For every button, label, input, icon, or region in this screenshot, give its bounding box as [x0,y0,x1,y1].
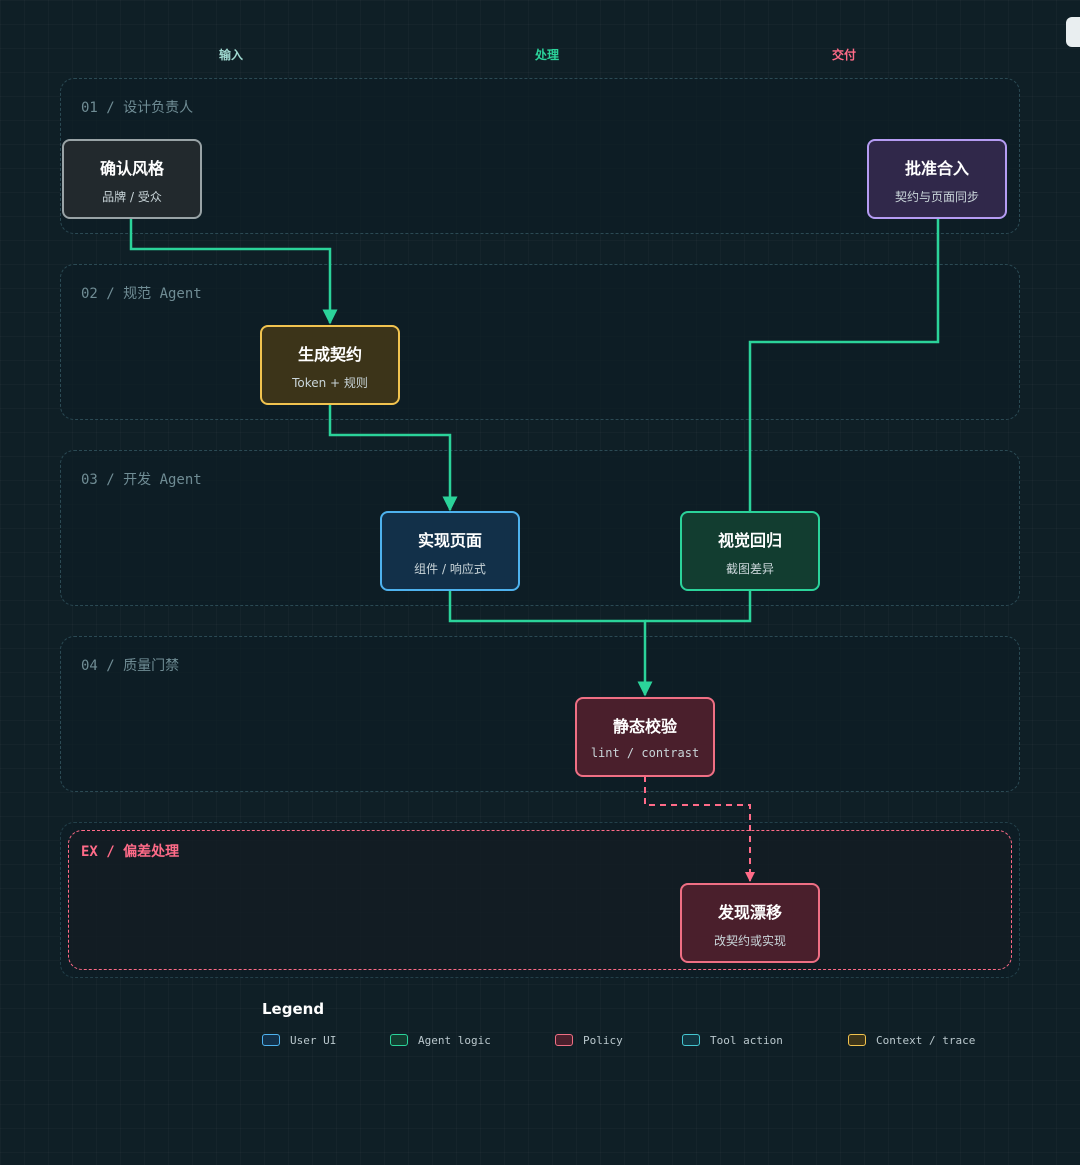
node-drift-found[interactable]: 发现漂移 改契约或实现 [680,883,820,963]
legend-item-policy: Policy [555,1031,623,1049]
node-static-check[interactable]: 静态校验 lint / contrast [575,697,715,777]
legend-swatch [262,1034,280,1046]
node-title: 视觉回归 [717,531,782,550]
lane-label: 03 / 开发 Agent [81,472,202,488]
column-header-input: 输入 [218,48,244,62]
lane-label: EX / 偏差处理 [81,844,180,860]
edge-visual-to-join [645,590,752,623]
lane-label: 04 / 质量门禁 [81,658,180,674]
legend-swatch [682,1034,700,1046]
node-subtitle: 改契约或实现 [713,934,786,948]
legend-label: Tool action [710,1033,783,1047]
lane-label: 01 / 设计负责人 [81,100,194,116]
legend-swatch [555,1034,573,1046]
node-title: 静态校验 [612,717,677,736]
lane-dev-agent: 03 / 开发 Agent [60,450,1020,606]
node-title: 发现漂移 [717,903,782,922]
legend-label: Context / trace [876,1033,976,1047]
legend-swatch [848,1034,866,1046]
edge-implement-to-static [448,590,653,697]
legend-item-agent-logic: Agent logic [390,1031,491,1049]
node-confirm-style[interactable]: 确认风格 品牌 / 受众 [62,139,202,219]
column-header-process: 处理 [534,48,560,62]
node-subtitle: lint / contrast [590,746,700,760]
side-panel-tab[interactable] [1066,17,1080,47]
node-title: 实现页面 [417,531,482,550]
lane-exception-handling: EX / 偏差处理 [68,830,1012,970]
lane-design-lead: 01 / 设计负责人 [60,78,1020,234]
node-generate-contract[interactable]: 生成契约 Token + 规则 [260,325,400,405]
node-approve-merge[interactable]: 批准合入 契约与页面同步 [867,139,1007,219]
node-visual-regression[interactable]: 视觉回归 截图差异 [680,511,820,591]
node-subtitle: 品牌 / 受众 [102,190,162,204]
legend-item-context-trace: Context / trace [848,1031,975,1049]
legend-swatch [390,1034,408,1046]
node-title: 批准合入 [904,159,969,178]
edge-visual-to-approve [748,218,940,511]
legend-label: Agent logic [418,1033,491,1047]
node-subtitle: Token + 规则 [292,376,368,390]
node-title: 生成契约 [297,345,362,364]
legend-label: Policy [583,1033,623,1047]
legend-item-user-ui: User UI [262,1031,336,1049]
edge-static-to-drift [644,776,755,882]
lane-quality-gate: 04 / 质量门禁 [60,636,1020,792]
node-subtitle: 契约与页面同步 [894,190,979,204]
lane-label: 02 / 规范 Agent [81,286,202,302]
legend-title: Legend [262,1000,325,1018]
column-header-deliver: 交付 [831,48,857,62]
node-implement-page[interactable]: 实现页面 组件 / 响应式 [380,511,520,591]
edge-confirm-to-generate [129,218,338,325]
node-subtitle: 截图差异 [725,562,774,576]
node-title: 确认风格 [99,159,164,178]
edge-generate-to-implement [328,404,458,512]
node-subtitle: 组件 / 响应式 [414,562,486,576]
legend-item-tool-action: Tool action [682,1031,783,1049]
legend-label: User UI [290,1033,337,1047]
